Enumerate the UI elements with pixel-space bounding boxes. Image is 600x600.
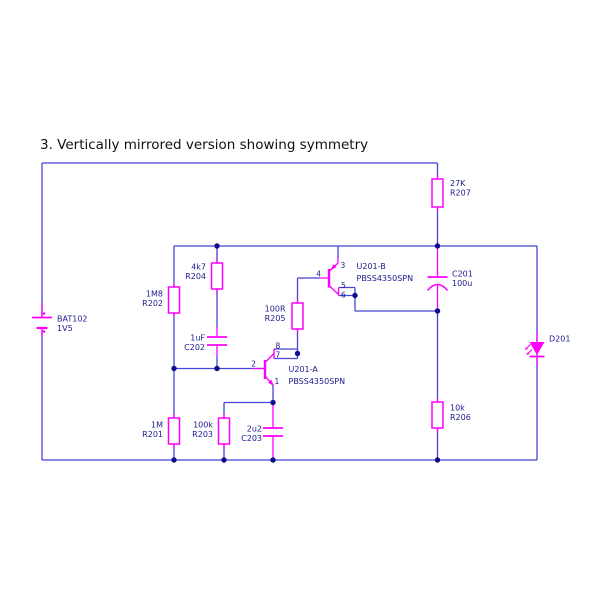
capacitor-C201-polarized	[426, 276, 449, 291]
resistor-body	[431, 178, 444, 208]
junction-dot	[270, 399, 276, 406]
label-r202-ref: R202	[142, 299, 163, 308]
label-c201-value: 100u	[452, 279, 472, 288]
capacitor-plate-curved	[426, 283, 449, 291]
pin-label-5: 5	[341, 281, 346, 290]
page-title: 3. Vertically mirrored version showing s…	[40, 137, 368, 153]
junction-dot	[434, 243, 441, 249]
label-u201b-ref: U201-B	[357, 262, 386, 271]
junction-dot	[221, 457, 227, 463]
transistor-U201-A	[263, 349, 275, 387]
battery-BAT102	[32, 312, 52, 333]
junction-dot	[434, 308, 441, 314]
pin-labels: 3 4 5 6 8 7 2 1	[251, 261, 346, 386]
resistor-body	[431, 401, 444, 429]
capacitor-C203	[263, 427, 283, 437]
transistor-emitter-arrow	[330, 264, 337, 271]
wires	[41, 162, 538, 461]
junction-dot	[171, 457, 177, 463]
component-leads	[41, 175, 538, 459]
resistor-body	[291, 302, 304, 330]
wire-net	[41, 162, 538, 461]
label-bat102-ref: BAT102	[57, 315, 88, 324]
pin-label-4: 4	[316, 270, 321, 279]
resistor-body	[210, 262, 224, 290]
label-r206-ref: R206	[450, 413, 471, 422]
resistor-R201	[167, 417, 181, 445]
label-r205-ref: R205	[265, 314, 286, 323]
resistor-body	[167, 417, 181, 445]
label-d201-ref: D201	[549, 335, 570, 344]
capacitor-plates	[207, 336, 227, 346]
label-bat102-value: 1V5	[57, 324, 73, 333]
junction-dot	[214, 243, 220, 249]
resistor-R205	[291, 302, 304, 330]
junction-dots	[171, 243, 441, 463]
pin-label-1: 1	[275, 377, 280, 386]
label-u201a-part: PBSS4350SPN	[289, 377, 346, 386]
led-arrowhead	[524, 347, 528, 351]
label-r207-ref: R207	[450, 189, 471, 198]
resistor-body	[217, 417, 231, 445]
led-arrowhead	[526, 352, 530, 356]
led-triangle	[529, 342, 545, 355]
battery-terminal-mark	[42, 312, 46, 315]
label-c203-value: 2u2	[247, 425, 262, 434]
label-r203-ref: R203	[192, 430, 213, 439]
resistor-R207	[431, 178, 444, 208]
label-c201-ref: C201	[452, 270, 473, 279]
label-r206-value: 10k	[450, 404, 465, 413]
junction-dot	[434, 457, 441, 463]
label-r201-ref: R201	[142, 430, 163, 439]
transistor-emitter-arrow	[268, 379, 274, 387]
pin-label-6: 6	[341, 291, 346, 300]
label-r207-value: 27K	[450, 179, 466, 188]
label-u201a-ref: U201-A	[289, 365, 319, 374]
capacitor-plates	[263, 427, 283, 437]
pin-label-2: 2	[251, 360, 256, 369]
junction-dot	[352, 292, 358, 299]
label-u201b-part: PBSS4350SPN	[357, 274, 414, 283]
resistor-R203	[217, 417, 231, 445]
junction-dot	[214, 365, 220, 372]
label-r204-value: 4k7	[191, 263, 206, 272]
label-r205-value: 100R	[265, 305, 286, 314]
transistor-legs	[264, 349, 275, 386]
label-r203-value: 100k	[193, 421, 213, 430]
resistor-body	[167, 286, 181, 314]
label-r201-value: 1M	[151, 421, 163, 430]
component-labels: 27K R207 C201 100u D201 10k R206 BAT102 …	[57, 179, 570, 443]
junction-dot	[270, 457, 276, 463]
resistor-R202	[167, 286, 181, 314]
label-c202-ref: C202	[184, 343, 205, 352]
pin-label-3: 3	[341, 261, 346, 270]
battery-terminal-mark	[42, 330, 46, 333]
lead-segments	[41, 175, 538, 459]
label-r204-ref: R204	[185, 272, 206, 281]
resistor-R204	[210, 262, 224, 290]
resistor-R206	[431, 401, 444, 429]
capacitor-C202	[207, 336, 227, 346]
pin-label-7: 7	[276, 351, 281, 360]
label-r202-value: 1M8	[146, 290, 163, 299]
pin-label-8: 8	[276, 342, 281, 351]
junction-dot	[294, 350, 301, 357]
led-D201	[524, 342, 545, 358]
label-c202-value: 1uF	[190, 334, 205, 343]
transistor-U201-B	[327, 262, 340, 296]
label-c203-ref: C203	[241, 434, 262, 443]
junction-dot	[171, 365, 177, 372]
